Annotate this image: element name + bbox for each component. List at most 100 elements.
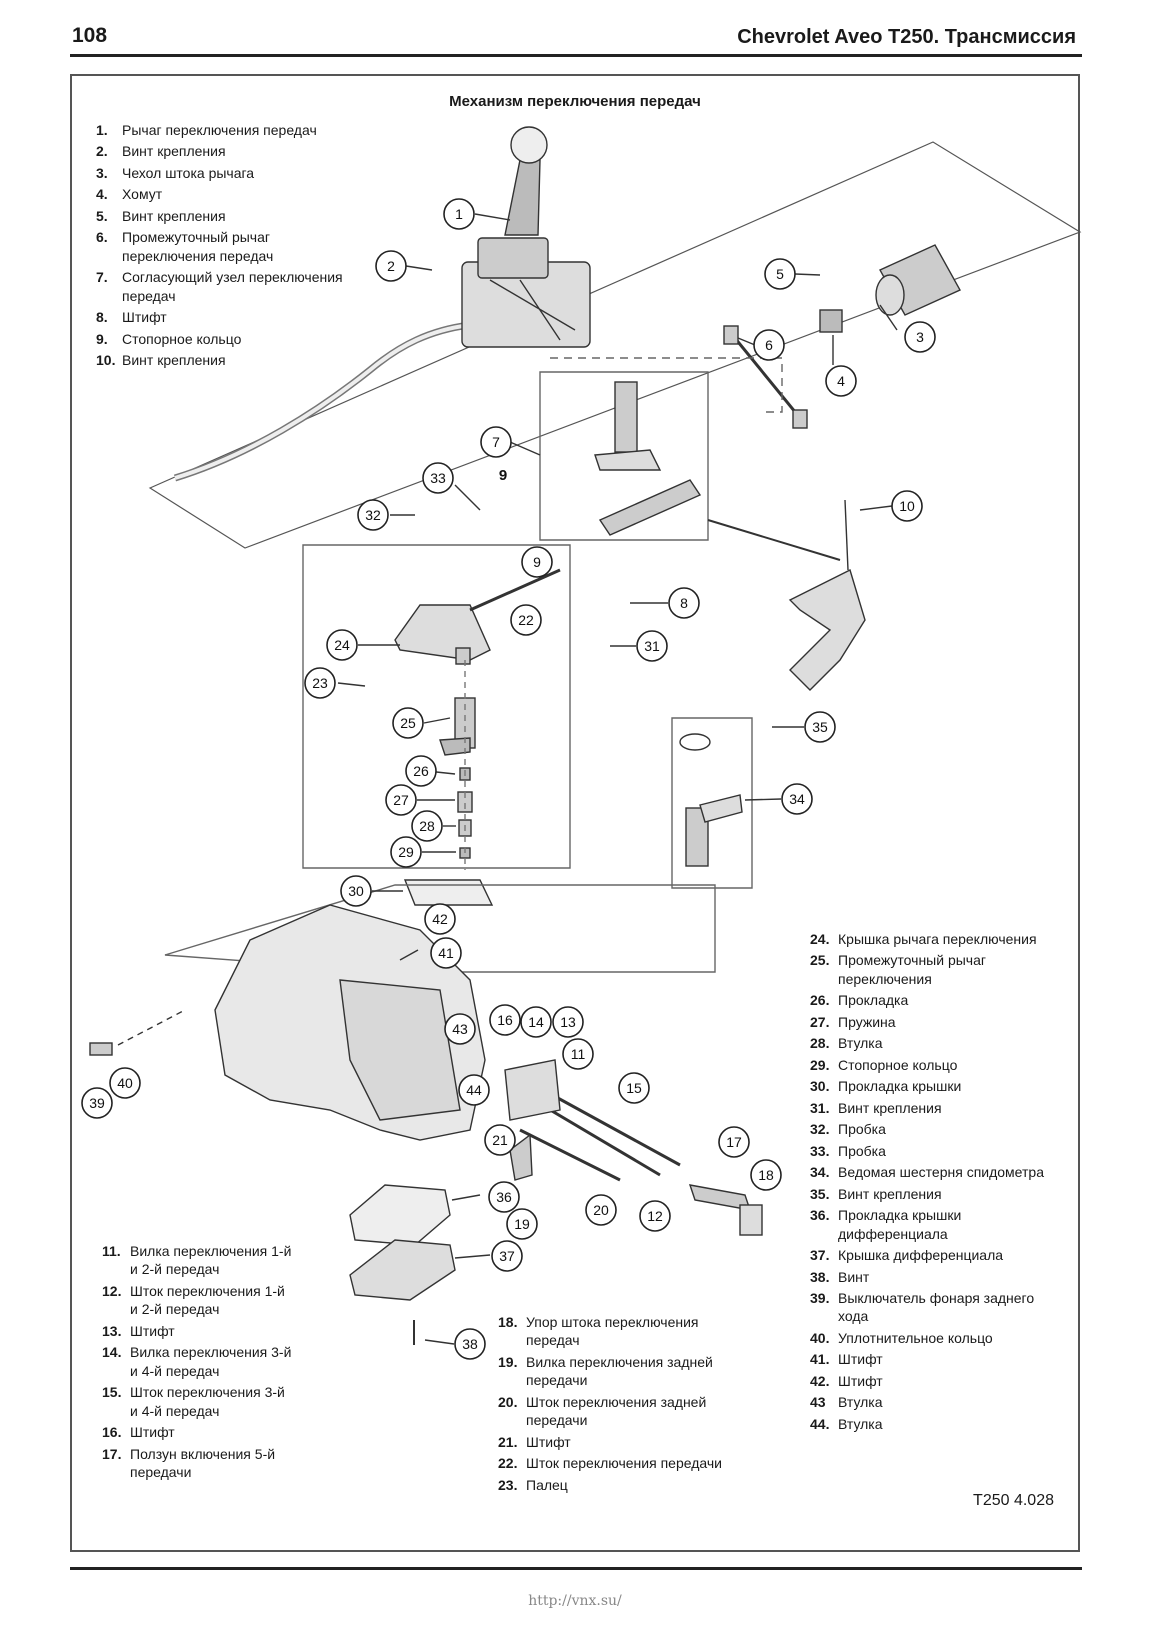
legend-item: 31.Винт крепления bbox=[810, 1099, 942, 1116]
callout-2: 2 bbox=[375, 250, 407, 282]
legend-parts-24-44: 24.Крышка рычага переключения 25.Промежу… bbox=[810, 930, 1050, 1436]
callout-number: 26 bbox=[413, 763, 429, 779]
legend-item: 32.Пробка bbox=[810, 1121, 886, 1138]
callout-number: 25 bbox=[400, 715, 416, 731]
legend-item: 42.Штифт bbox=[810, 1372, 883, 1389]
legend-item: 15.Шток переключения 3-й и 4-й передач bbox=[102, 1384, 285, 1419]
callout-number: 41 bbox=[438, 945, 454, 961]
callout-number: 6 bbox=[765, 337, 773, 353]
callout-number: 29 bbox=[398, 844, 414, 860]
callout-number: 44 bbox=[466, 1082, 482, 1098]
callout-number: 42 bbox=[432, 911, 448, 927]
callout-number: 14 bbox=[528, 1014, 544, 1030]
callout-number: 2 bbox=[387, 258, 395, 274]
callout-19: 19 bbox=[506, 1208, 538, 1240]
footer-rule bbox=[70, 1567, 1082, 1570]
callout-number: 23 bbox=[312, 675, 328, 691]
callout-33: 33 bbox=[422, 462, 454, 494]
legend-item: 9.Стопорное кольцо bbox=[96, 330, 242, 347]
legend-parts-1-10: 1.Рычаг переключения передач 2.Винт креп… bbox=[96, 121, 366, 373]
callout-36: 36 bbox=[488, 1181, 520, 1213]
callout-number: 18 bbox=[758, 1167, 774, 1183]
bold-callout-label: 9 bbox=[499, 467, 507, 484]
legend-item: 22.Шток переключения передачи bbox=[498, 1455, 722, 1472]
legend-item: 17.Ползун включения 5-й передачи bbox=[102, 1445, 276, 1481]
callout-21: 21 bbox=[484, 1124, 516, 1156]
page-number: 108 bbox=[72, 24, 108, 47]
figure-title: Механизм переключения передач bbox=[449, 93, 701, 110]
running-header: Chevrolet Aveo T250. Трансмиссия bbox=[737, 26, 1076, 48]
callout-number: 16 bbox=[497, 1012, 513, 1028]
callout-number: 40 bbox=[117, 1075, 133, 1091]
callout-12: 12 bbox=[639, 1200, 671, 1232]
callout-group: 1234567891011121314151617181920212223242… bbox=[81, 198, 936, 1360]
callout-1: 1 bbox=[443, 198, 475, 230]
legend-item: 1.Рычаг переключения передач bbox=[96, 122, 317, 138]
callout-number: 30 bbox=[348, 883, 364, 899]
footer-url: http://vnx.su/ bbox=[528, 1593, 622, 1609]
callout-number: 4 bbox=[837, 373, 845, 389]
callout-11: 11 bbox=[562, 1038, 594, 1070]
callout-number: 17 bbox=[726, 1134, 742, 1150]
callout-15: 15 bbox=[618, 1072, 650, 1104]
callout-5: 5 bbox=[764, 258, 796, 290]
legend-item: 36.Прокладка крышки дифференциала bbox=[810, 1207, 962, 1242]
figure-frame bbox=[70, 74, 1080, 1552]
legend-item: 18.Упор штока переключения передач bbox=[498, 1314, 699, 1349]
callout-24: 24 bbox=[326, 629, 358, 661]
legend-item: 14.Вилка переключения 3-й и 4-й передач bbox=[102, 1344, 292, 1379]
legend-item: 26.Прокладка bbox=[810, 992, 909, 1009]
legend-item: 29.Стопорное кольцо bbox=[810, 1056, 958, 1073]
legend-item: 24.Крышка рычага переключения bbox=[810, 931, 1037, 947]
legend-item: 20.Шток переключения задней передачи bbox=[498, 1393, 707, 1429]
callout-18: 18 bbox=[750, 1159, 782, 1191]
callout-number: 24 bbox=[334, 637, 350, 653]
intermediate-lever-stack bbox=[439, 660, 476, 870]
callout-number: 31 bbox=[644, 638, 660, 654]
legend-item: 4.Хомут bbox=[96, 186, 163, 203]
callout-41: 41 bbox=[430, 937, 462, 969]
callout-44: 44 bbox=[458, 1074, 490, 1106]
legend-item: 2.Винт крепления bbox=[96, 143, 226, 160]
header-rule bbox=[70, 54, 1082, 57]
legend-item: 30.Прокладка крышки bbox=[810, 1078, 962, 1095]
callout-number: 8 bbox=[680, 595, 688, 611]
shift-forks-rods bbox=[504, 1059, 763, 1236]
callout-number: 35 bbox=[812, 719, 828, 735]
legend-item: 19.Вилка переключения задней передачи bbox=[498, 1353, 713, 1389]
legend-item: 3.Чехол штока рычага bbox=[96, 164, 255, 181]
differential-cover bbox=[349, 1239, 456, 1301]
legend-item: 41.Штифт bbox=[810, 1351, 883, 1368]
callout-42: 42 bbox=[424, 903, 456, 935]
callout-number: 39 bbox=[89, 1095, 105, 1111]
callout-number: 9 bbox=[533, 554, 541, 570]
legend-item: 33.Пробка bbox=[810, 1142, 886, 1159]
callout-4: 4 bbox=[825, 365, 857, 397]
callout-14: 14 bbox=[520, 1006, 552, 1038]
legend-item: 8.Штифт bbox=[96, 309, 167, 326]
legend-item: 23.Палец bbox=[498, 1476, 568, 1493]
intermediate-lever-rod bbox=[723, 325, 808, 429]
callout-9: 9 bbox=[521, 546, 553, 578]
callout-37: 37 bbox=[491, 1240, 523, 1272]
mounting-bracket bbox=[788, 499, 866, 691]
legend-item: 44.Втулка bbox=[810, 1415, 883, 1432]
callout-17: 17 bbox=[718, 1126, 750, 1158]
callout-3: 3 bbox=[904, 321, 936, 353]
differential-gasket bbox=[349, 1184, 451, 1246]
legend-item: 10.Винт крепления bbox=[96, 352, 226, 369]
callout-number: 28 bbox=[419, 818, 435, 834]
callout-32: 32 bbox=[357, 499, 389, 531]
callout-26: 26 bbox=[405, 755, 437, 787]
callout-number: 19 bbox=[514, 1216, 530, 1232]
callout-number: 32 bbox=[365, 507, 381, 523]
legend-item: 25.Промежуточный рычаг переключения bbox=[810, 952, 986, 987]
callout-6: 6 bbox=[753, 329, 785, 361]
callout-number: 37 bbox=[499, 1248, 515, 1264]
legend-item: 11.Вилка переключения 1-й и 2-й передач bbox=[102, 1243, 292, 1278]
legend-item: 38.Винт bbox=[810, 1268, 870, 1285]
callout-10: 10 bbox=[891, 490, 923, 522]
legend-item: 6.Промежуточный рычаг переключения перед… bbox=[96, 229, 274, 264]
callout-number: 10 bbox=[899, 498, 915, 514]
callout-29: 29 bbox=[390, 836, 422, 868]
